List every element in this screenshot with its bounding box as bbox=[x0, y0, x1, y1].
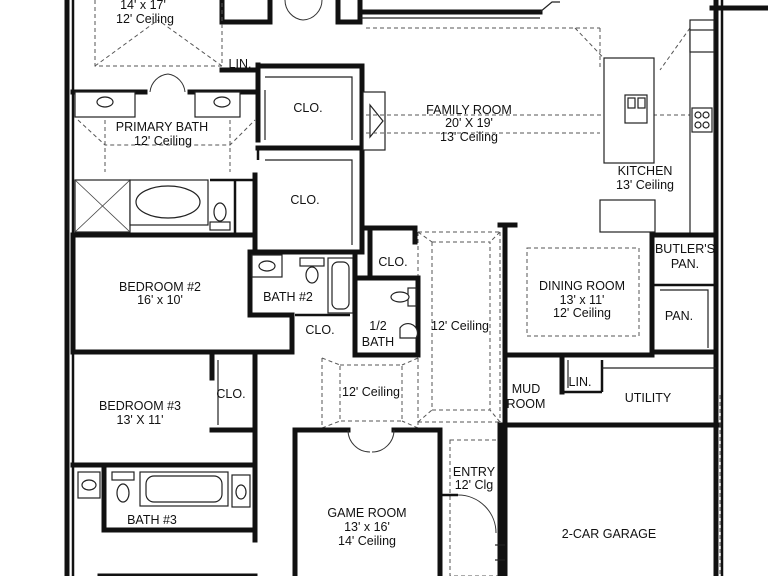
bedroom2-name: BEDROOM #2 bbox=[119, 280, 201, 294]
gallery: 12' Ceiling bbox=[359, 225, 501, 423]
primary-bath: PRIMARY BATH 12' Ceiling LIN. bbox=[70, 57, 261, 238]
half-bath-line1: 1/2 bbox=[369, 319, 386, 333]
bath-3: BATH #3 bbox=[77, 467, 258, 576]
french-doors-top bbox=[284, 0, 363, 25]
hall-ceiling: 12' Ceiling bbox=[342, 385, 400, 399]
closet-lower-label: CLO. bbox=[290, 193, 319, 207]
family-room-ceiling: 13' Ceiling bbox=[440, 130, 498, 144]
cooktop bbox=[691, 107, 713, 133]
pantry-label: PAN. bbox=[665, 309, 693, 323]
game-room: GAME ROOM 13' x 16' 14' Ceiling bbox=[292, 427, 443, 576]
dining-room-dims: 13' x 11' bbox=[560, 293, 605, 307]
kitchen-cabinet bbox=[599, 199, 656, 233]
bath2-toilet bbox=[305, 266, 319, 284]
garage-label: 2-CAR GARAGE bbox=[562, 527, 656, 541]
toilet bbox=[209, 221, 231, 231]
bath-2: BATH #2 CLO. bbox=[247, 252, 358, 355]
garage: 2-CAR GARAGE bbox=[495, 395, 721, 576]
family-room-dims: 20' X 19' bbox=[445, 116, 493, 130]
pantries: BUTLER'S PAN. PAN. bbox=[649, 232, 719, 355]
entry: ENTRY 12' Clg bbox=[440, 422, 503, 576]
game-room-name: GAME ROOM bbox=[327, 506, 406, 520]
bedroom2-dims: 16' x 10' bbox=[137, 293, 183, 307]
linen-primary: LIN. bbox=[229, 57, 252, 71]
butlers-pantry-line1: BUTLER'S bbox=[655, 242, 715, 256]
kitchen: KITCHEN 13' Ceiling bbox=[599, 19, 715, 236]
linen-utility: LIN. bbox=[569, 375, 592, 389]
bedroom-2: BEDROOM #2 16' x 10' bbox=[67, 180, 295, 450]
utility-label: UTILITY bbox=[625, 391, 672, 405]
hall: 12' Ceiling bbox=[321, 357, 419, 429]
game-room-dims: 13' x 16' bbox=[344, 520, 390, 534]
dining-room: DINING ROOM 13' x 11' 12' Ceiling bbox=[497, 222, 655, 358]
master-bedroom-ceiling: 12' Ceiling bbox=[116, 12, 174, 26]
family-room-name: FAMILY ROOM bbox=[426, 103, 512, 117]
closet-bath2-label: CLO. bbox=[305, 323, 334, 337]
kitchen-ceiling: 13' Ceiling bbox=[616, 178, 674, 192]
closets-upper: CLO. CLO. bbox=[252, 63, 365, 255]
game-room-doors bbox=[347, 429, 395, 453]
entry-ceiling: 12' Clg bbox=[455, 478, 494, 492]
master-bedroom-dims: 14' x 17' bbox=[120, 0, 166, 12]
exterior-walls bbox=[64, 0, 768, 576]
closet-hall-label: CLO. bbox=[378, 255, 407, 269]
closet-upper-label: CLO. bbox=[293, 101, 322, 115]
bath3-label: BATH #3 bbox=[127, 513, 177, 527]
mud-room-line1: MUD bbox=[512, 382, 540, 396]
bath3-sink bbox=[81, 479, 97, 491]
gallery-ceiling: 12' Ceiling bbox=[431, 319, 489, 333]
sink-right bbox=[213, 96, 231, 108]
bedroom3-dims: 13' X 11' bbox=[117, 413, 164, 427]
sink-left bbox=[96, 96, 114, 108]
mud-utility: LIN. MUD ROOM UTILITY bbox=[502, 352, 723, 428]
master-bedroom: 14' x 17' 12' Ceiling bbox=[70, 0, 273, 95]
bath2-sink bbox=[258, 260, 276, 272]
bath3-tub bbox=[139, 471, 229, 507]
entry-name: ENTRY bbox=[453, 465, 496, 479]
closet-bed3-label: CLO. bbox=[216, 387, 245, 401]
dining-room-name: DINING ROOM bbox=[539, 279, 625, 293]
bedroom3-name: BEDROOM #3 bbox=[99, 399, 181, 413]
kitchen-name: KITCHEN bbox=[618, 164, 673, 178]
primary-bath-name: PRIMARY BATH bbox=[116, 120, 208, 134]
hall-closet-halfbath: CLO. 1/2 BATH bbox=[352, 225, 421, 358]
primary-bath-ceiling: 12' Ceiling bbox=[134, 134, 192, 148]
entry-door bbox=[457, 494, 497, 534]
half-bath-line2: BATH bbox=[362, 335, 394, 349]
family-room: FAMILY ROOM 20' X 19' 13' Ceiling bbox=[357, 1, 715, 144]
fridge bbox=[689, 29, 715, 53]
bath2-label: BATH #2 bbox=[263, 290, 313, 304]
fireplace bbox=[362, 91, 386, 151]
dining-room-ceiling: 12' Ceiling bbox=[553, 306, 611, 320]
bath3-toilet bbox=[116, 483, 130, 503]
mud-room-line2: ROOM bbox=[507, 397, 546, 411]
kitchen-sink bbox=[624, 94, 648, 124]
game-room-ceiling: 14' Ceiling bbox=[338, 534, 396, 548]
bedroom-3: CLO. BEDROOM #3 13' X 11' bbox=[70, 353, 258, 473]
butlers-pantry-line2: PAN. bbox=[671, 257, 699, 271]
